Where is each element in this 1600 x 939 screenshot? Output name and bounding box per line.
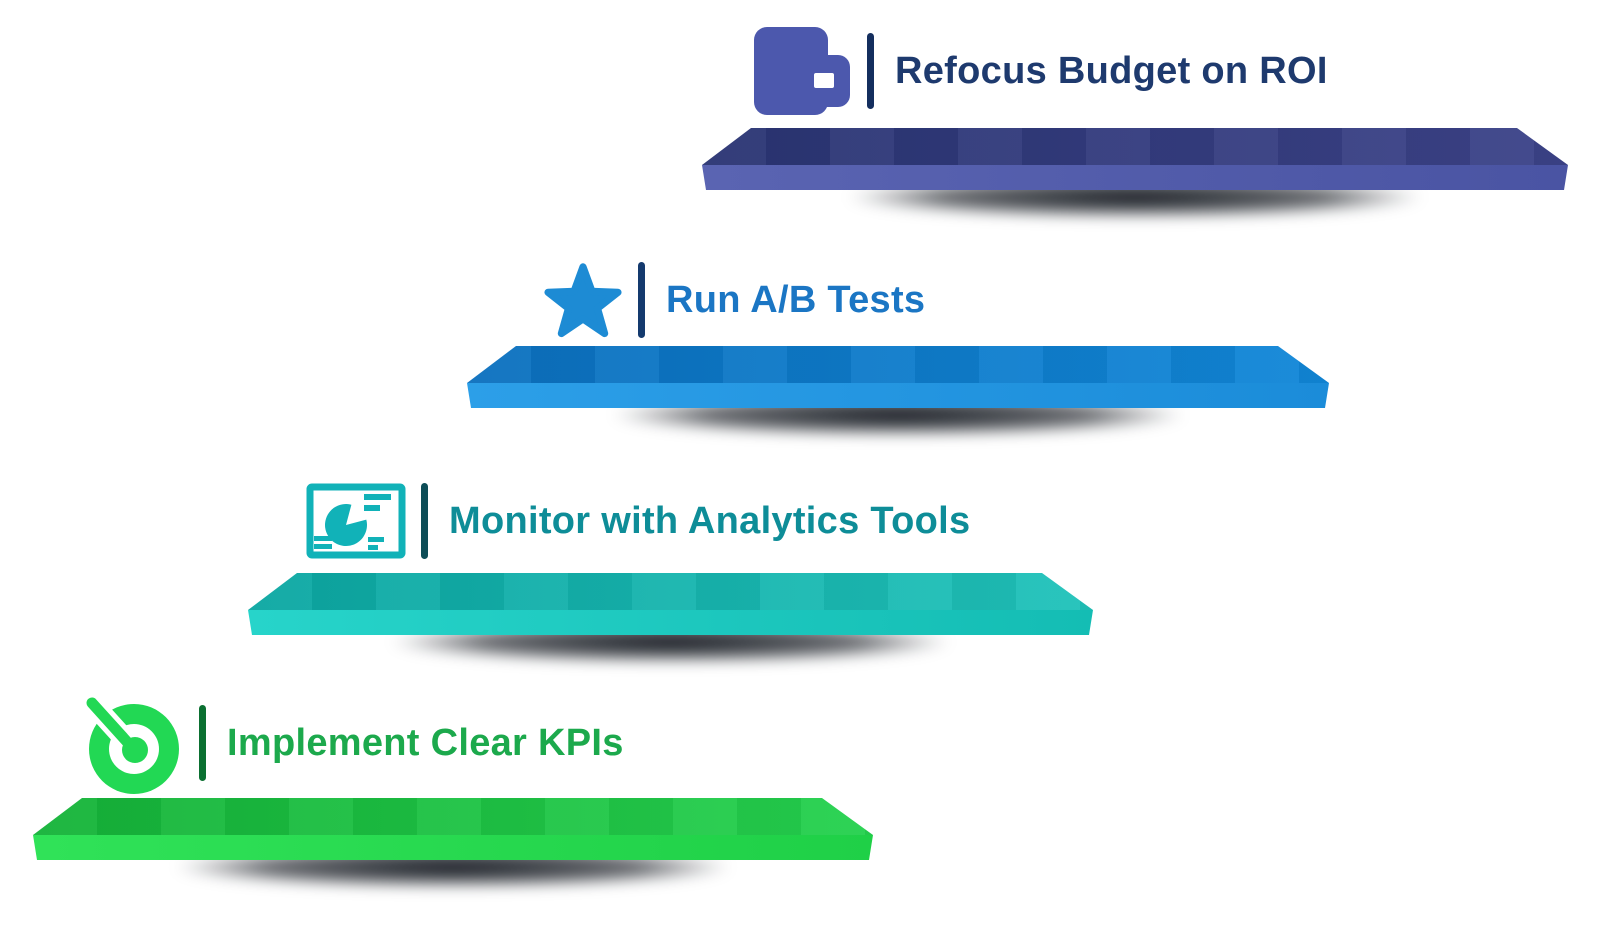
platform-front-face [702, 165, 1568, 190]
platform-top-face [33, 798, 873, 835]
step-label: Implement Clear KPIs [227, 722, 624, 764]
platform-shadow [290, 617, 1051, 673]
step-label: Refocus Budget on ROI [895, 50, 1328, 92]
star-icon [544, 262, 622, 337]
platform-top-face [702, 128, 1568, 165]
target-dart-icon [81, 692, 179, 794]
step-header: Refocus Budget on ROI [752, 24, 1328, 118]
label-separator [867, 33, 874, 109]
platform-navy [702, 128, 1568, 228]
step-header: Implement Clear KPIs [80, 690, 624, 796]
platform-shadow [509, 390, 1287, 446]
step-header: Run A/B Tests [543, 260, 925, 340]
platform-shadow [75, 842, 831, 898]
label-separator [421, 483, 428, 559]
platform-shadow [744, 172, 1526, 228]
platform-green [33, 798, 873, 898]
step-label: Run A/B Tests [666, 279, 926, 321]
platform-front-face [467, 383, 1329, 408]
platform-front-face [33, 835, 873, 860]
platform-teal [248, 573, 1093, 673]
platform-blue [467, 346, 1329, 446]
platform-top-face [467, 346, 1329, 383]
platform-top-face [248, 573, 1093, 610]
label-separator [638, 262, 645, 338]
label-separator [199, 705, 206, 781]
analytics-board-icon [306, 483, 406, 559]
step-header: Monitor with Analytics Tools [306, 481, 970, 561]
platform-front-face [248, 610, 1093, 635]
wallet-icon [754, 27, 850, 115]
step-label: Monitor with Analytics Tools [449, 500, 971, 542]
